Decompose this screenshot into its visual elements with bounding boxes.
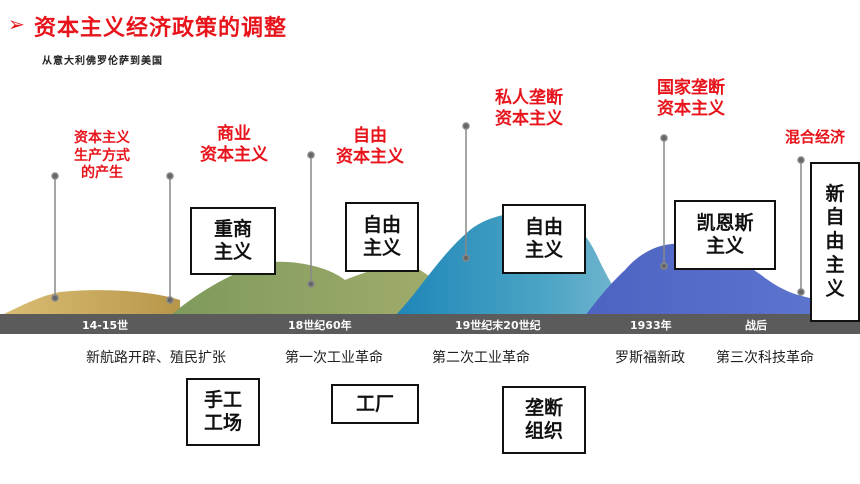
pin-4-bottom: [462, 254, 470, 262]
form-box-monopoly: 垄断 组织: [502, 386, 586, 454]
stage-label-2: 商业 资本主义: [200, 124, 268, 166]
event-label-3: 第二次工业革命: [432, 350, 530, 366]
pin-5-bottom: [660, 262, 668, 270]
mountain-stage-2: [170, 261, 460, 316]
period-label-4: 1933年: [630, 319, 672, 332]
policy-box-liberalism-2: 自由 主义: [502, 204, 586, 274]
event-label-5: 第三次科技革命: [716, 350, 814, 366]
policy-box-neoliberalism: 新 自 由 主 义: [810, 162, 860, 322]
policy-box-mercantilism: 重商 主义: [190, 207, 276, 275]
stage-label-5: 国家垄断 资本主义: [657, 78, 725, 120]
form-box-workshop: 手工 工场: [186, 378, 260, 446]
event-label-1: 新航路开辟、殖民扩张: [86, 350, 226, 366]
page-subtitle: 从意大利佛罗伦萨到美国: [42, 56, 163, 67]
period-label-1: 14-15世: [82, 319, 129, 332]
pin-2-top: [166, 172, 174, 180]
pin-1-bottom: [51, 294, 59, 302]
pin-5-top: [660, 134, 668, 142]
pin-3-bottom: [307, 280, 315, 288]
period-label-5: 战后: [745, 319, 767, 332]
pin-3-top: [307, 151, 315, 159]
stage-label-6: 混合经济: [784, 128, 845, 146]
timeline-band: [0, 314, 860, 334]
stage-label-1: 资本主义 生产方式 的产生: [74, 130, 130, 181]
title-bullet-icon: ➢: [8, 12, 25, 36]
period-label-3: 19世纪末20世纪: [455, 319, 541, 332]
period-label-2: 18世纪60年: [288, 319, 352, 332]
event-label-2: 第一次工业革命: [285, 350, 383, 366]
event-label-4: 罗斯福新政: [615, 350, 685, 366]
policy-box-liberalism-1: 自由 主义: [345, 202, 419, 272]
form-box-factory: 工厂: [331, 384, 419, 424]
mountain-stage-4: [585, 243, 860, 316]
pin-4-top: [462, 122, 470, 130]
policy-box-keynesianism: 凯恩斯 主义: [674, 200, 776, 270]
mountain-stage-1: [0, 290, 180, 316]
stage-label-4: 私人垄断 资本主义: [495, 88, 563, 130]
page-title: 资本主义经济政策的调整: [34, 16, 288, 41]
pin-2-bottom: [166, 296, 174, 304]
pin-1-top: [51, 172, 59, 180]
stage-label-3: 自由 资本主义: [336, 126, 404, 168]
pin-6-bottom: [797, 288, 805, 296]
pin-6-top: [797, 156, 805, 164]
